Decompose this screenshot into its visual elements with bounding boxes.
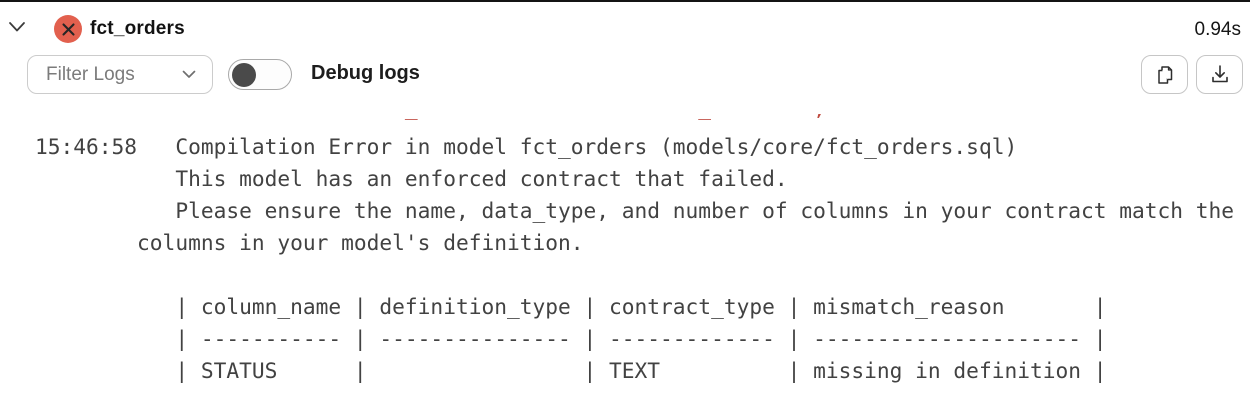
debug-logs-label: Debug logs — [311, 62, 420, 84]
log-table-row: | STATUS | | TEXT | missing in definitio… — [35, 358, 1107, 383]
log-line: This model has an enforced contract that… — [35, 166, 788, 191]
log-toolbar: Filter Logs Debug logs — [0, 54, 1250, 96]
log-output[interactable]: _ _ , 15:46:58 Compilation Error in mode… — [0, 114, 1250, 404]
model-name: fct_orders — [90, 18, 185, 39]
error-status-icon — [54, 15, 82, 43]
download-icon — [1211, 65, 1228, 83]
filter-logs-label: Filter Logs — [46, 63, 135, 85]
log-table-row: | column_name | definition_type | contra… — [35, 294, 1107, 319]
collapse-chevron-icon[interactable] — [8, 20, 28, 34]
log-message: 15:46:58 Compilation Error in model fct_… — [35, 131, 1234, 387]
log-table-row: | ----------- | --------------- | ------… — [35, 326, 1107, 351]
toggle-knob — [232, 62, 256, 87]
clipped-error-log-line: _ _ , — [35, 114, 826, 124]
log-line: Please ensure the name, data_type, and n… — [35, 198, 1235, 223]
chevron-down-icon — [182, 70, 196, 78]
copy-icon — [1157, 65, 1172, 84]
copy-logs-button[interactable] — [1141, 55, 1188, 94]
filter-logs-dropdown[interactable]: Filter Logs — [27, 55, 213, 94]
debug-logs-toggle[interactable] — [228, 59, 292, 90]
log-line: columns in your model's definition. — [35, 230, 584, 255]
run-duration: 0.94s — [1194, 19, 1241, 40]
log-panel-header: fct_orders 0.94s — [0, 4, 1250, 52]
download-logs-button[interactable] — [1196, 55, 1243, 94]
log-line: 15:46:58 Compilation Error in model fct_… — [35, 134, 1018, 159]
log-line — [35, 259, 1234, 291]
